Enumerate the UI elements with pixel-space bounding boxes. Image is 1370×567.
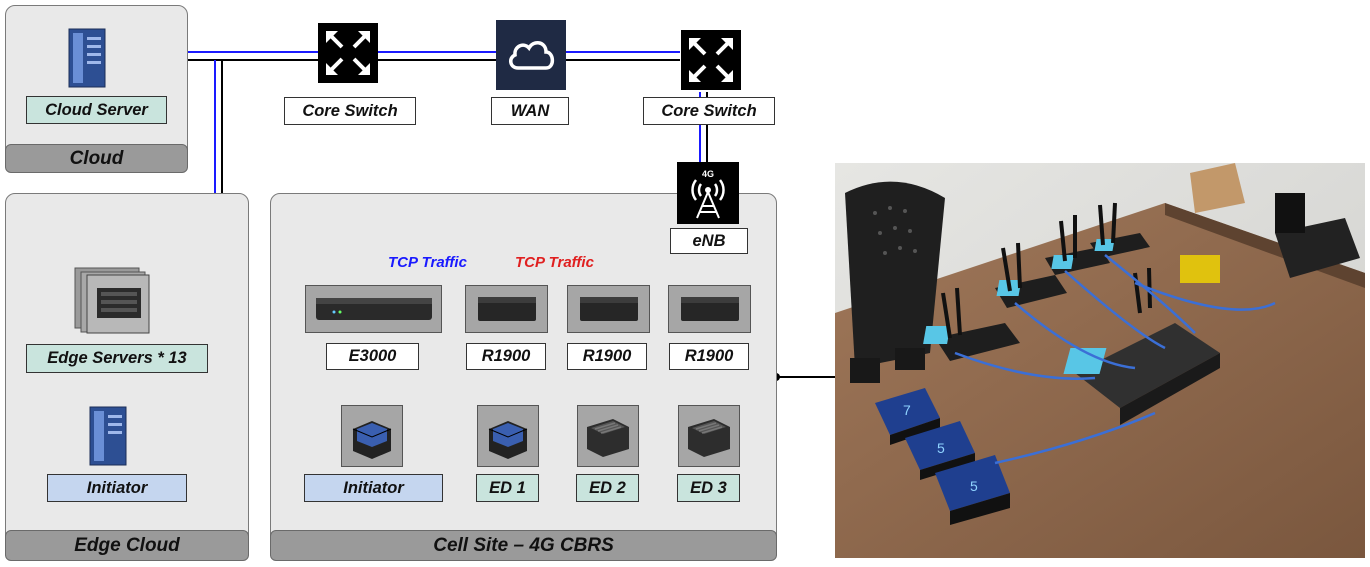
- ed3-label: ED 3: [677, 474, 740, 502]
- cloud-server-icon: [65, 27, 109, 89]
- tcp-traffic-red-label: TCP Traffic: [515, 254, 594, 271]
- core-switch-right-icon: [681, 30, 741, 90]
- ed2-device-image: [577, 405, 639, 467]
- edge-initiator-server-icon: [86, 405, 130, 467]
- ed3-device-image: [678, 405, 740, 467]
- enb-tower-icon: 4G: [677, 162, 739, 224]
- router-label-r1900-3: R1900: [669, 343, 749, 370]
- router-label-e3000: E3000: [326, 343, 419, 370]
- router-r1900-1-image: [465, 285, 548, 333]
- core-switch-right-label: Core Switch: [643, 97, 775, 125]
- cloud-footer: Cloud: [5, 144, 188, 173]
- core-switch-left-label: Core Switch: [284, 97, 416, 125]
- ed1-label: ED 1: [476, 474, 539, 502]
- enb-label: eNB: [670, 228, 748, 254]
- wan-cloud-icon: [496, 20, 566, 90]
- router-r1900-3-image: [668, 285, 751, 333]
- initiator-device-image: [341, 405, 403, 467]
- cell-site-footer: Cell Site – 4G CBRS: [270, 530, 777, 561]
- router-label-r1900-1: R1900: [466, 343, 546, 370]
- wan-label: WAN: [491, 97, 569, 125]
- edge-servers-label: Edge Servers * 13: [26, 344, 208, 373]
- cell-initiator-label: Initiator: [304, 474, 443, 502]
- photo-device-label-3: 5: [970, 478, 978, 494]
- router-e3000-image: [305, 285, 442, 333]
- tcp-traffic-blue-label: TCP Traffic: [388, 254, 467, 271]
- ed1-device-image: [477, 405, 539, 467]
- edge-initiator-label: Initiator: [47, 474, 187, 502]
- router-label-r1900-2: R1900: [567, 343, 647, 370]
- core-switch-left-icon: [318, 23, 378, 83]
- edge-cloud-panel: [5, 193, 249, 561]
- ed2-label: ED 2: [576, 474, 639, 502]
- edge-servers-icon: [73, 266, 153, 336]
- photo-device-label-2: 5: [937, 440, 945, 456]
- photo-device-label-1: 7: [903, 402, 911, 418]
- cloud-server-label: Cloud Server: [26, 96, 167, 124]
- tower-badge-text: 4G: [702, 169, 714, 179]
- testbed-photo: 7 5 5: [835, 163, 1365, 558]
- edge-cloud-footer: Edge Cloud: [5, 530, 249, 561]
- router-r1900-2-image: [567, 285, 650, 333]
